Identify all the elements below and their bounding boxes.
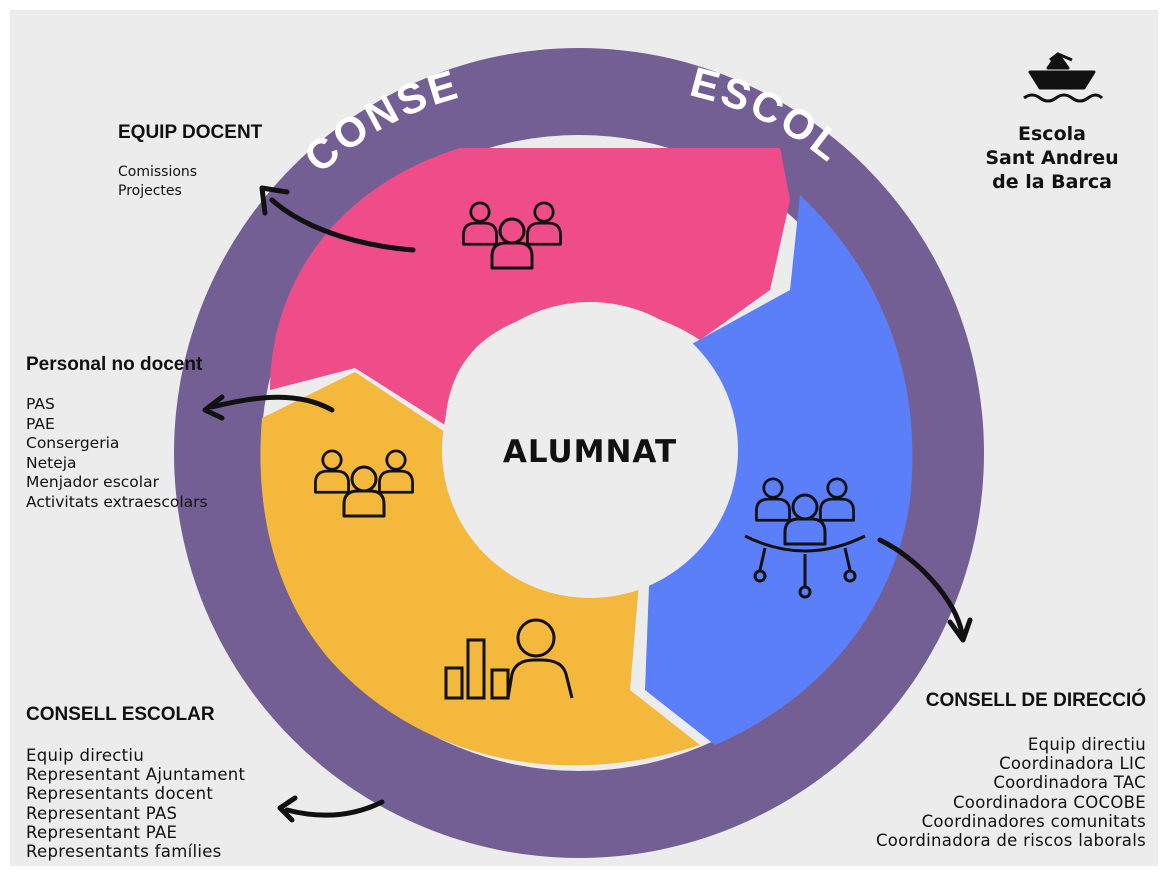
segment-pink [270,148,790,425]
heading-equip-docent: EQUIP DOCENT [118,122,263,143]
arrow-head-personal [202,394,225,421]
list-item: Comissions [118,164,198,180]
school-name-line: de la Barca [992,171,1112,193]
list-item: Equip directiu [26,746,145,765]
school-name-line: Sant Andreu [985,147,1119,169]
list-item: Coordinadora LIC [999,754,1146,774]
heading-personal-no-docent: Personal no docent [26,354,203,375]
list-item: PAE [26,414,55,433]
list-item: Coordinadora TAC [993,773,1146,793]
list-item: Activitats extraescolars [26,492,208,511]
list-item: Representant PAE [26,822,178,842]
list-consell-direccio: Equip directiu Coordinadora LIC Coordina… [876,735,1146,850]
list-equip-docent: Comissions Projectes [118,163,197,201]
school-name: Escola Sant Andreu de la Barca [984,122,1120,194]
list-consell-escolar: Equip directiu Representant Ajuntament R… [26,746,245,861]
heading-consell-escolar: CONSELL ESCOLAR [26,704,215,725]
list-item: Equip directiu [1027,735,1146,754]
arrow-head-equip-docent [259,185,290,216]
list-item: Consergeria [26,434,120,452]
center-circle [442,302,738,598]
arrow-head-consell [277,795,298,823]
heading-consell-direccio: CONSELL DE DIRECCIÓ [925,690,1146,711]
list-personal-no-docent: PAS PAE Consergeria Neteja Menjador esco… [26,395,208,512]
center-label: ALUMNAT [503,434,677,470]
list-item: Projectes [118,183,182,199]
person-bar-chart-icon [444,618,574,700]
arrow-head-direccio [947,617,973,643]
list-item: Coordinadora COCOBE [952,792,1146,812]
list-item: Coordinadores comunitats [921,811,1146,831]
list-item: Menjador escolar [26,473,159,491]
list-item: Neteja [26,453,77,472]
arrow-direccio [877,537,965,636]
arrow-personal [209,394,335,413]
arrow-equip-docent [269,197,416,253]
team-network-icon [744,479,866,599]
list-item: Representant Ajuntament [26,765,246,785]
school-name-line: Escola [1018,123,1086,145]
segment-blue [645,195,913,745]
list-item: PAS [26,395,55,413]
paper-boat-icon [1023,52,1104,103]
arrow-consell [284,799,385,818]
list-item: Coordinadora de riscos laborals [875,831,1146,851]
list-item: Representants docent [26,784,214,804]
list-item: Representants famílies [26,842,222,862]
list-item: Representant PAS [26,803,178,823]
